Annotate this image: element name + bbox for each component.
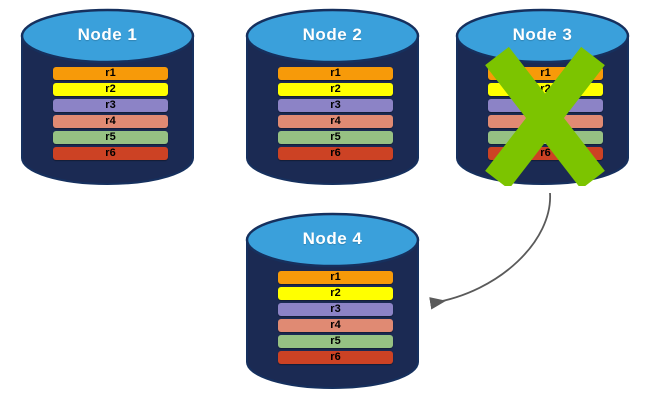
data-row-label: r2 [330,83,341,95]
data-row[interactable]: r6 [278,147,393,160]
data-row[interactable]: r4 [278,319,393,332]
data-row-label: r3 [105,99,116,111]
data-row-label: r4 [105,115,116,127]
data-row[interactable]: r3 [53,99,168,112]
data-row-label: r5 [330,335,341,347]
data-row-label: r5 [105,131,116,143]
data-row[interactable]: r2 [278,83,393,96]
cylinder-top [245,8,420,64]
data-row[interactable]: r4 [488,115,603,128]
data-row[interactable]: r1 [53,67,168,80]
data-row-label: r5 [330,131,341,143]
data-row-label: r3 [330,303,341,315]
data-row[interactable]: r6 [278,351,393,364]
data-row-label: r1 [105,67,116,79]
data-row-label: r2 [330,287,341,299]
data-row[interactable]: r4 [53,115,168,128]
data-row[interactable]: r2 [53,83,168,96]
data-row-label: r2 [105,83,116,95]
cylinder-top [20,8,195,64]
data-row-label: r3 [540,99,551,111]
data-row[interactable]: r2 [488,83,603,96]
data-row[interactable]: r1 [278,271,393,284]
data-row[interactable]: r2 [278,287,393,300]
data-row-label: r6 [540,147,551,159]
data-row[interactable]: r3 [278,303,393,316]
replication-arrow-path [429,192,551,310]
data-row-label: r5 [540,131,551,143]
node-rows: r1 r2 r3 r4 r5 r6 [20,67,195,160]
data-row-label: r4 [330,319,341,331]
data-row-label: r1 [540,67,551,79]
data-row-label: r6 [105,147,116,159]
data-row[interactable]: r6 [53,147,168,160]
data-row-label: r6 [330,147,341,159]
data-row-label: r6 [330,351,341,363]
data-row[interactable]: r6 [488,147,603,160]
data-row[interactable]: r4 [278,115,393,128]
data-row[interactable]: r5 [278,335,393,348]
data-row-label: r1 [330,67,341,79]
data-row[interactable]: r5 [278,131,393,144]
data-row-label: r4 [540,115,551,127]
data-row[interactable]: r3 [278,99,393,112]
data-row-label: r3 [330,99,341,111]
cylinder-top [245,212,420,268]
data-row[interactable]: r3 [488,99,603,112]
node-rows: r1 r2 r3 r4 r5 r6 [245,67,420,160]
data-row-label: r4 [330,115,341,127]
data-row-label: r2 [540,83,551,95]
data-row[interactable]: r1 [278,67,393,80]
data-row[interactable]: r5 [53,131,168,144]
data-row-label: r1 [330,271,341,283]
node-rows: r1 r2 r3 r4 r5 r6 [455,67,630,160]
data-row[interactable]: r5 [488,131,603,144]
cylinder-top [455,8,630,64]
node-rows: r1 r2 r3 r4 r5 r6 [245,271,420,364]
data-row[interactable]: r1 [488,67,603,80]
